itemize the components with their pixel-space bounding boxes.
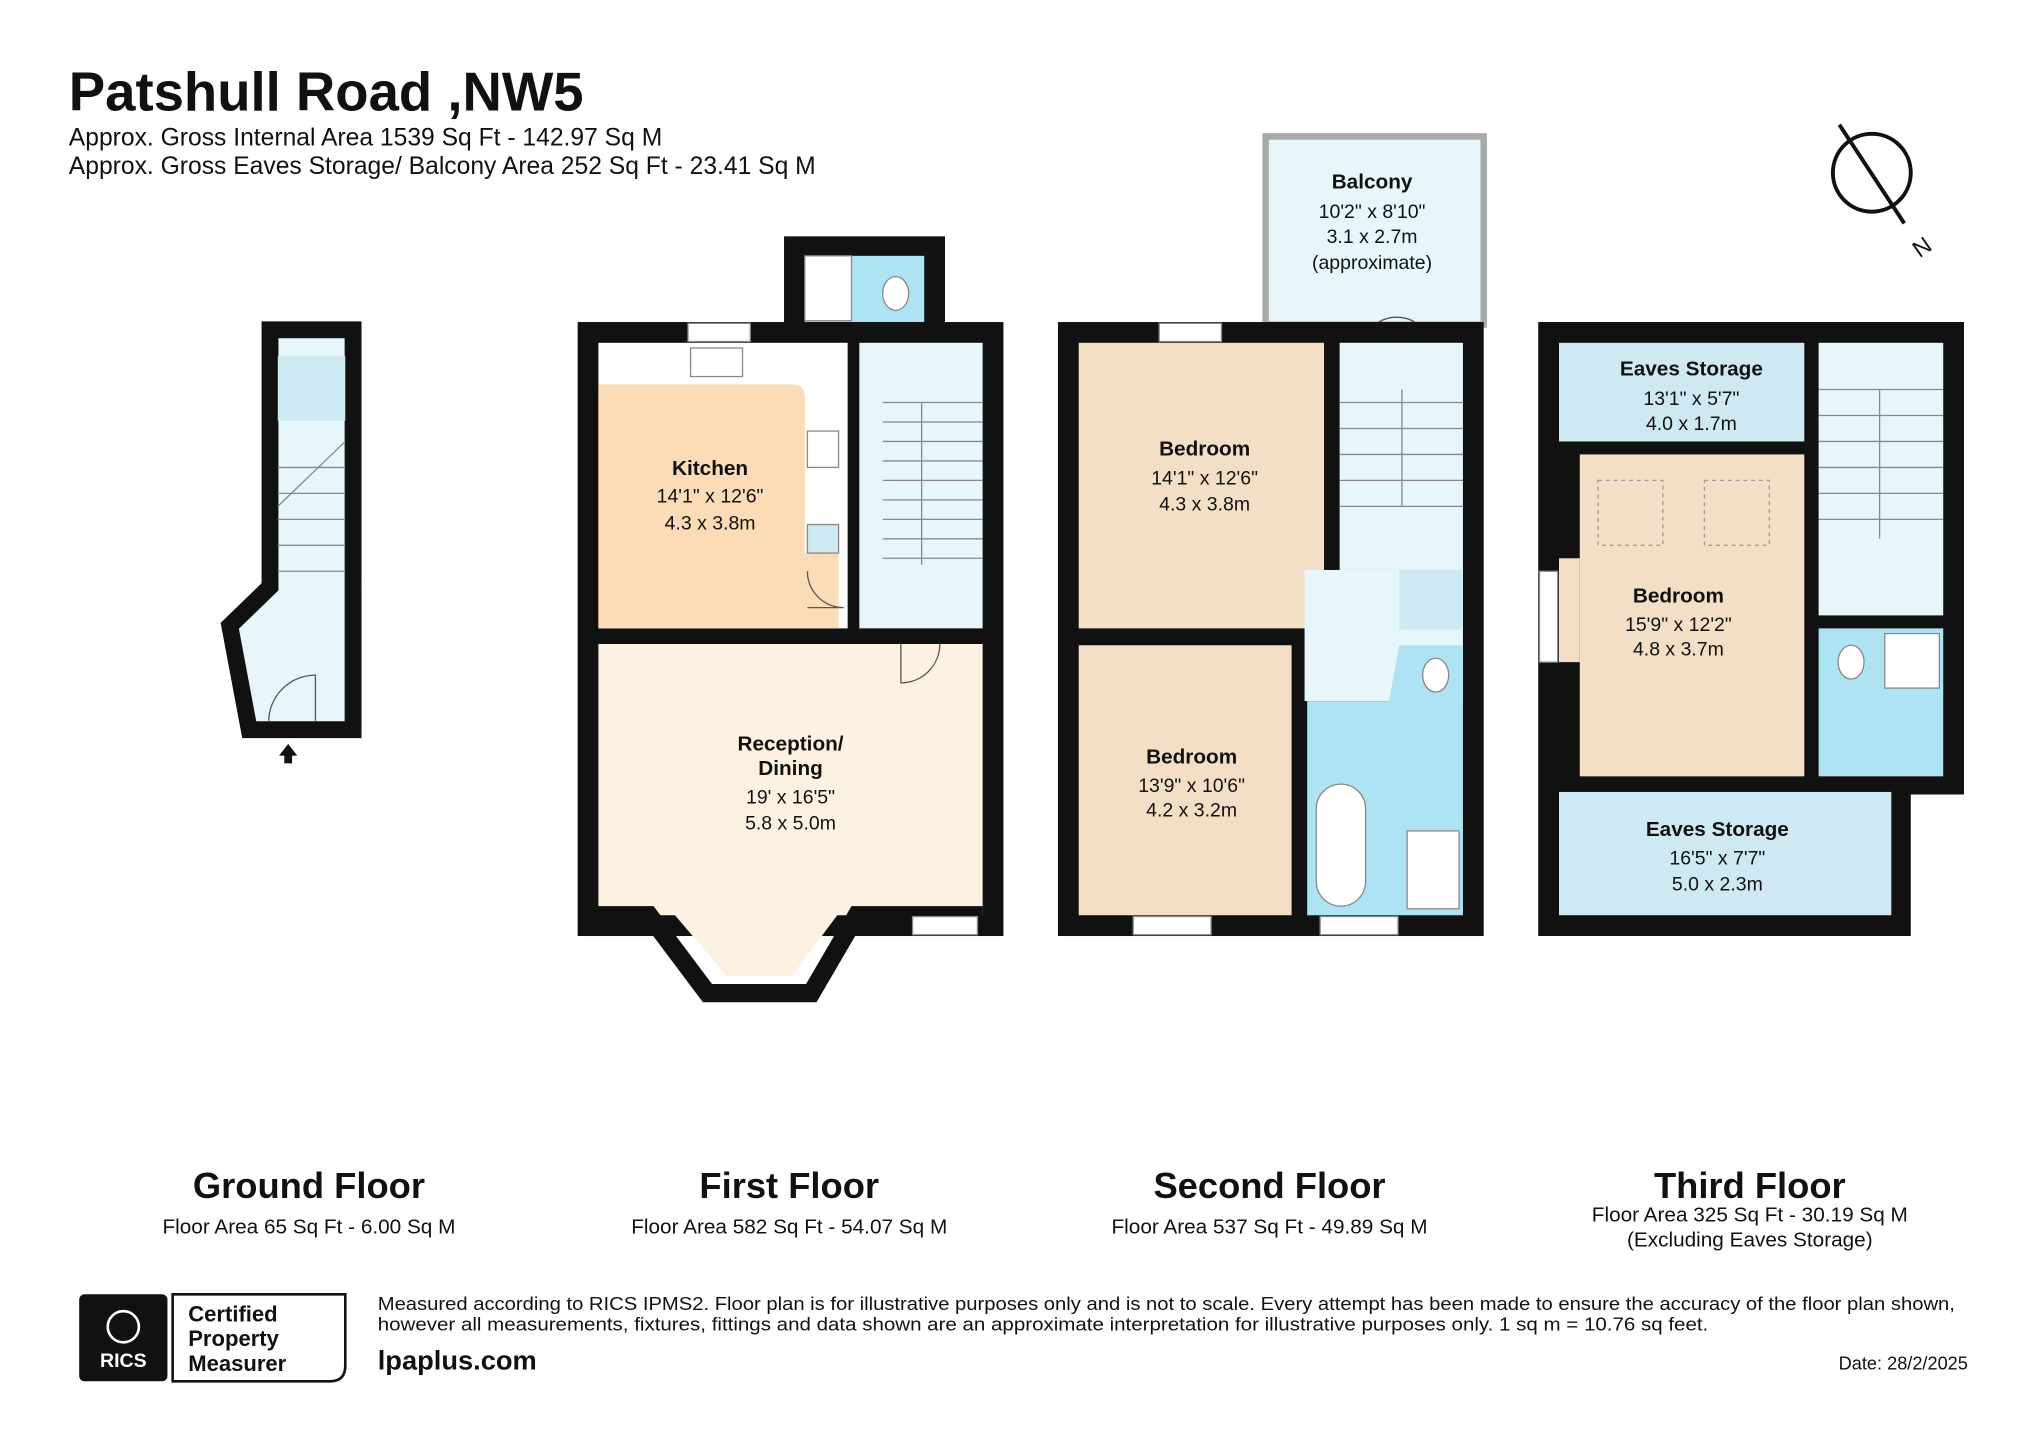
floor-label-first: First Floor	[699, 1165, 879, 1206]
eaves-top-imperial: 13'1" x 5'7"	[1643, 388, 1739, 410]
ground-floor-plan	[220, 321, 362, 764]
bedroom-2b-label: Bedroom	[1146, 745, 1237, 768]
property-title: Patshull Road ,NW5	[69, 61, 584, 122]
floor-area-first: Floor Area 582 Sq Ft - 54.07 Sq M	[631, 1215, 947, 1238]
floor-label-ground: Ground Floor	[193, 1165, 425, 1206]
gross-internal-area: Approx. Gross Internal Area 1539 Sq Ft -…	[69, 124, 662, 151]
eaves-bottom-imperial: 16'5" x 7'7"	[1669, 848, 1765, 870]
floor-label-second: Second Floor	[1153, 1165, 1385, 1206]
eaves-top-metric: 4.0 x 1.7m	[1646, 413, 1737, 435]
bedroom-3-imperial: 15'9" x 12'2"	[1625, 614, 1732, 636]
entrance-arrow-icon	[279, 743, 298, 764]
bedroom-2b-metric: 4.2 x 3.2m	[1146, 800, 1237, 822]
kitchen-label: Kitchen	[672, 457, 748, 480]
balcony-metric: 3.1 x 2.7m	[1327, 226, 1418, 248]
balcony-imperial: 10'2" x 8'10"	[1319, 201, 1426, 223]
bedroom-3-metric: 4.8 x 3.7m	[1633, 639, 1724, 661]
floor-label-third: Third Floor	[1654, 1165, 1846, 1206]
bedroom-2a-imperial: 14'1" x 12'6"	[1151, 467, 1258, 489]
floor-area-third-note: (Excluding Eaves Storage)	[1627, 1228, 1873, 1251]
reception-label-2: Dining	[758, 757, 823, 780]
rics-logo: RICS Certified Property Measurer	[79, 1292, 347, 1383]
bedroom-2a-label: Bedroom	[1159, 438, 1250, 461]
compass-label: N	[1908, 232, 1937, 263]
second-floor-plan	[1057, 133, 1487, 937]
badge-line-1: Certified	[188, 1302, 277, 1327]
eaves-top-label: Eaves Storage	[1620, 357, 1763, 380]
plan-date: Date: 28/2/2025	[1839, 1354, 1968, 1374]
kitchen-imperial: 14'1" x 12'6"	[657, 485, 764, 507]
bedroom-2a-metric: 4.3 x 3.8m	[1159, 493, 1250, 515]
compass-north-icon: N	[1830, 123, 1937, 263]
third-floor-plan	[1538, 322, 1964, 937]
rics-logo-text: RICS	[100, 1350, 147, 1372]
bedroom-2b-imperial: 13'9" x 10'6"	[1138, 775, 1245, 797]
reception-label-1: Reception/	[737, 732, 843, 755]
eaves-bottom-label: Eaves Storage	[1646, 818, 1789, 841]
floor-area-ground: Floor Area 65 Sq Ft - 6.00 Sq M	[162, 1215, 455, 1238]
first-floor-plan	[577, 236, 1004, 1003]
balcony-label: Balcony	[1332, 170, 1413, 193]
badge-line-2: Property	[188, 1326, 279, 1351]
badge-line-3: Measurer	[188, 1351, 286, 1376]
kitchen-metric: 4.3 x 3.8m	[665, 513, 756, 535]
disclaimer-line-2: however all measurements, fixtures, fitt…	[378, 1315, 1709, 1335]
gross-eaves-balcony-area: Approx. Gross Eaves Storage/ Balcony Are…	[69, 153, 816, 180]
disclaimer-line-1: Measured according to RICS IPMS2. Floor …	[378, 1294, 1955, 1314]
website-link[interactable]: lpaplus.com	[378, 1345, 537, 1376]
floor-area-second: Floor Area 537 Sq Ft - 49.89 Sq M	[1112, 1215, 1428, 1238]
bedroom-3-label: Bedroom	[1633, 584, 1724, 607]
reception-imperial: 19' x 16'5"	[746, 787, 835, 809]
balcony-note: (approximate)	[1312, 252, 1432, 274]
lion-emblem-icon	[106, 1309, 141, 1344]
reception-metric: 5.8 x 5.0m	[745, 813, 836, 835]
eaves-bottom-metric: 5.0 x 2.3m	[1672, 874, 1763, 896]
floor-area-third: Floor Area 325 Sq Ft - 30.19 Sq M	[1592, 1204, 1908, 1227]
